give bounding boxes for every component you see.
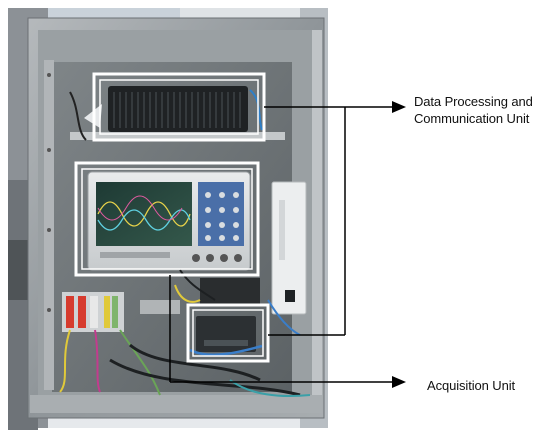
label-data-processing-unit: Data Processing and Communication Unit: [414, 93, 550, 127]
power-supply-module: [271, 181, 307, 315]
label-line-1: Data Processing and: [414, 94, 533, 109]
highlight-box-oscilloscope: [74, 161, 260, 277]
arrow-right-icon: [392, 376, 406, 388]
connector-lines: [169, 106, 392, 383]
highlight-box-acquisition: [186, 303, 270, 363]
terminal-blocks: [62, 278, 260, 332]
label-line-2: Communication Unit: [414, 111, 530, 126]
cabling: [59, 269, 311, 398]
label-acquisition-unit: Acquisition Unit: [427, 378, 515, 393]
oscilloscope: [87, 171, 251, 271]
acquisition-hardware: [189, 316, 263, 356]
arrow-right-icon: [345, 101, 406, 113]
